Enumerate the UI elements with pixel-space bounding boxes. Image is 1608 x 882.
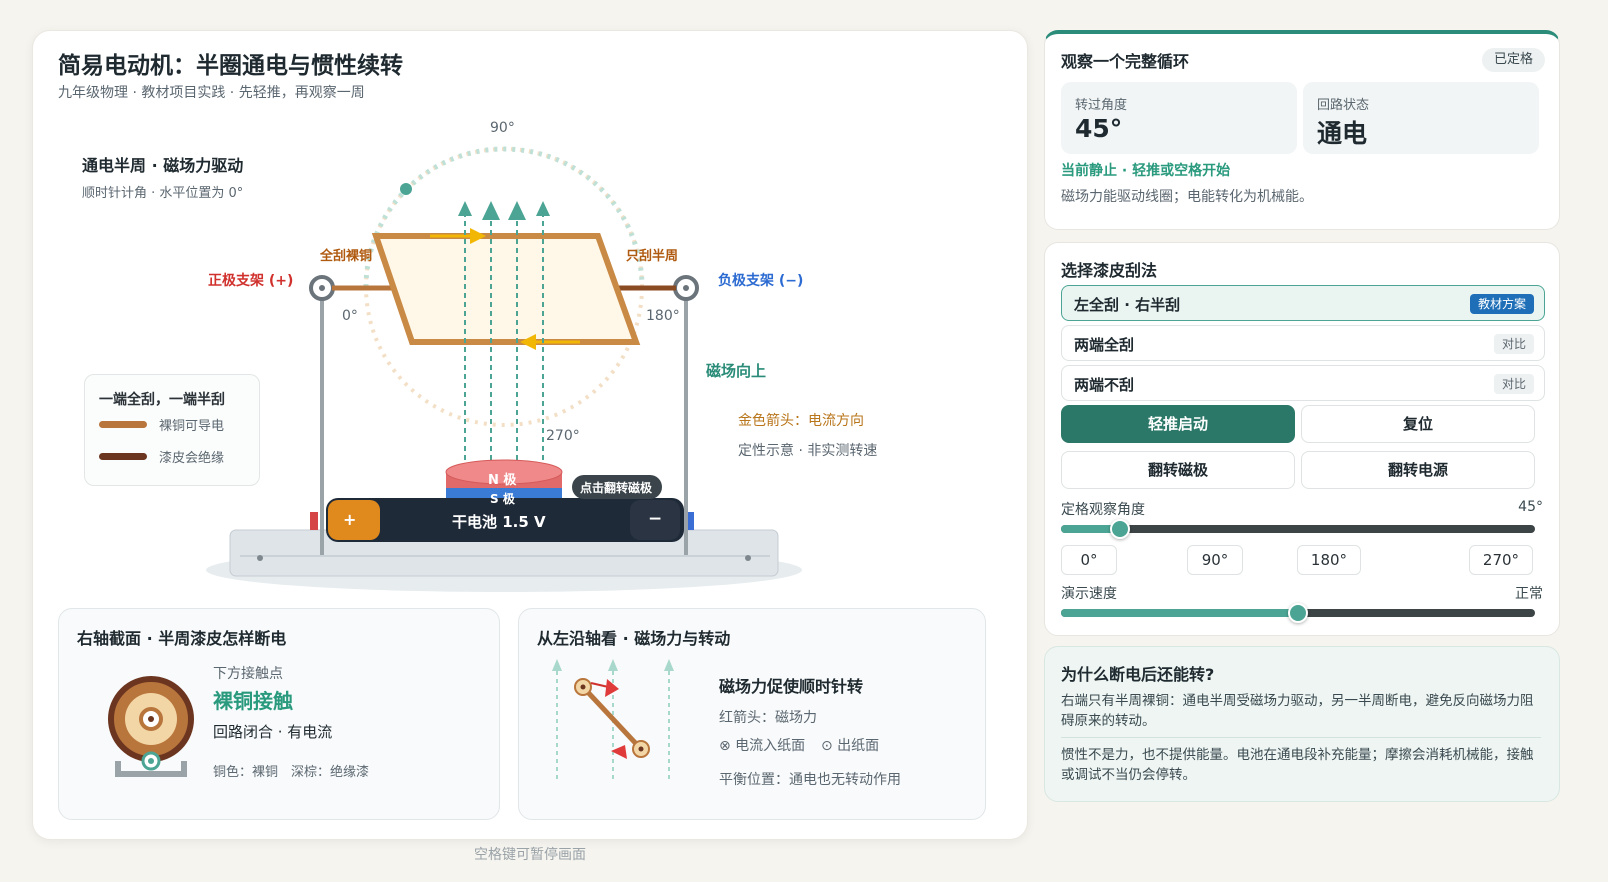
why-title: 为什么断电后还能转? <box>1061 665 1215 684</box>
flip-magnet-button[interactable]: 翻转磁极 <box>1061 451 1295 489</box>
legend-bare: 裸铜可导电 <box>159 419 225 434</box>
angle-stat: 转过角度 45° <box>1061 82 1297 154</box>
observe-status: 当前静止 · 轻推或空格开始 <box>1061 163 1231 179</box>
observe-panel: 观察一个完整循环 已定格 转过角度 45° 回路状态 通电 当前静止 · 轻推或… <box>1044 30 1560 230</box>
force-heading: 磁场力促使顺时针转 <box>719 677 864 696</box>
chip-0[interactable]: 0° <box>1061 545 1117 575</box>
angle-slider[interactable] <box>1061 519 1535 539</box>
chip-180[interactable]: 180° <box>1297 545 1361 575</box>
qualitative-note: 定性示意 · 非实测转速 <box>738 443 878 459</box>
current-arrow-bottom <box>520 334 536 350</box>
full-scrape-label: 全刮裸铜 <box>320 249 373 264</box>
circuit-stat: 回路状态 通电 <box>1303 82 1539 154</box>
mode-title: 通电半周 · 磁场力驱动 <box>82 156 244 175</box>
contact-state: 裸铜接触 <box>213 689 293 713</box>
enamel-swatch <box>99 453 147 460</box>
out-page-legend: ⊙ 出纸面 <box>821 738 880 754</box>
flip-hint-label[interactable]: 点击翻转磁极 <box>580 481 653 495</box>
contact-label: 下方接触点 <box>213 666 283 682</box>
observe-title: 观察一个完整循环 <box>1061 52 1190 71</box>
option-label: 两端全刮 <box>1074 336 1135 354</box>
angle-label-0: 0° <box>342 308 358 324</box>
into-page-legend: ⊗ 电流入纸面 <box>719 738 806 754</box>
force-diagram <box>552 659 674 779</box>
circuit-stat-label: 回路状态 <box>1317 98 1370 113</box>
n-pole-label: N 极 <box>488 473 517 488</box>
option-badge: 对比 <box>1493 334 1534 354</box>
option-label: 两端不刮 <box>1074 376 1135 394</box>
flip-battery-button[interactable]: 翻转电源 <box>1301 451 1535 489</box>
axle-card-title: 右轴截面 · 半周漆皮怎样断电 <box>77 629 287 648</box>
motor-stage[interactable] <box>0 0 1028 600</box>
scrape-panel: 选择漆皮刮法 左全刮 · 右半刮 教材方案 两端全刮 对比 两端不刮 对比 轻推… <box>1044 242 1560 636</box>
speed-slider-value: 正常 <box>1515 586 1543 602</box>
color-key: 铜色：裸铜 深棕：绝缘漆 <box>213 765 370 780</box>
angle-label-180: 180° <box>646 308 680 324</box>
legend-enamel: 漆皮会绝缘 <box>159 451 225 466</box>
page-subtitle: 九年级物理 · 教材项目实践 · 先轻推，再观察一周 <box>58 85 365 101</box>
speed-slider-fill <box>1061 609 1298 617</box>
push-start-button[interactable]: 轻推启动 <box>1061 405 1295 443</box>
half-scrape-label: 只刮半周 <box>626 249 679 264</box>
chip-90[interactable]: 90° <box>1187 545 1243 575</box>
scrape-title: 选择漆皮刮法 <box>1061 261 1158 280</box>
angle-slider-thumb[interactable] <box>1110 519 1131 539</box>
coil <box>371 233 641 345</box>
option-badge: 对比 <box>1493 374 1534 394</box>
battery-minus-cap <box>630 500 680 540</box>
mode-subtitle: 顺时针计角 · 水平位置为 0° <box>82 186 244 201</box>
battery[interactable] <box>326 498 684 542</box>
balance-note: 平衡位置：通电也无转动作用 <box>719 772 901 788</box>
axle-cross-section <box>108 676 194 777</box>
current-legend-label: 金色箭头：电流方向 <box>738 413 864 429</box>
circuit-stat-value: 通电 <box>1317 119 1368 148</box>
angle-marker <box>400 183 412 195</box>
option-none[interactable]: 两端不刮 对比 <box>1061 365 1545 401</box>
angle-label-270: 270° <box>546 428 580 444</box>
pause-hint: 空格键可暂停画面 <box>474 847 586 863</box>
speed-slider-thumb[interactable] <box>1288 603 1308 623</box>
chip-270[interactable]: 270° <box>1469 545 1533 575</box>
why-paragraph-2: 惯性不是力，也不提供能量。电池在通电段补充能量；摩擦会消耗机械能，接触或调试不当… <box>1061 747 1534 783</box>
reset-button[interactable]: 复位 <box>1301 405 1535 443</box>
field-direction-label: 磁场向上 <box>706 362 767 380</box>
angle-slider-fill <box>1061 525 1121 533</box>
option-badge: 教材方案 <box>1469 294 1534 314</box>
angle-slider-label: 定格观察角度 <box>1061 502 1145 518</box>
bare-copper-swatch <box>99 421 147 428</box>
force-view-card: 从左沿轴看 · 磁场力与转动 磁场力促使顺时针转 红箭头：磁场力 ⊗ 电流入纸面… <box>518 608 986 820</box>
battery-plus: + <box>343 510 357 529</box>
angle-stat-label: 转过角度 <box>1075 98 1128 113</box>
field-arrowheads <box>458 201 550 220</box>
red-arrow-legend: 红箭头：磁场力 <box>719 710 817 726</box>
why-divider <box>1061 737 1541 738</box>
locked-badge: 已定格 <box>1481 48 1545 72</box>
option-label: 左全刮 · 右半刮 <box>1074 296 1181 314</box>
battery-minus: − <box>648 509 663 529</box>
angle-stat-value: 45° <box>1075 114 1123 143</box>
battery-label: 干电池 1.5 V <box>452 513 546 531</box>
circuit-state: 回路闭合 · 有电流 <box>213 723 333 741</box>
option-both-full[interactable]: 两端全刮 对比 <box>1061 325 1545 361</box>
current-arrow-top <box>470 228 486 244</box>
page-title: 简易电动机：半圈通电与惯性续转 <box>58 53 403 79</box>
speed-slider[interactable] <box>1061 603 1535 623</box>
speed-slider-label: 演示速度 <box>1061 586 1117 602</box>
force-card-title: 从左沿轴看 · 磁场力与转动 <box>537 629 731 648</box>
option-left-full-right-half[interactable]: 左全刮 · 右半刮 教材方案 <box>1061 285 1545 321</box>
positive-support-label: 正极支架 (+) <box>208 273 294 289</box>
why-paragraph-1: 右端只有半周裸铜：通电半周受磁场力驱动，另一半周断电，避免反向磁场力阻碍原来的转… <box>1061 693 1534 729</box>
legend-title: 一端全刮，一端半刮 <box>99 392 225 408</box>
negative-support-label: 负极支架 (−) <box>718 273 804 289</box>
s-pole-label: S 极 <box>490 492 515 506</box>
scrape-legend: 一端全刮，一端半刮 裸铜可导电 漆皮会绝缘 <box>84 374 260 486</box>
battery-plus-cap <box>328 500 380 540</box>
angle-label-90: 90° <box>490 120 515 136</box>
flip-magnet-hint[interactable] <box>572 475 662 499</box>
observe-desc: 磁场力能驱动线圈；电能转化为机械能。 <box>1061 189 1313 205</box>
angle-slider-value: 45° <box>1518 499 1543 515</box>
axle-section-card: 右轴截面 · 半周漆皮怎样断电 下方接触点 裸铜接触 回路闭合 · 有电流 铜色… <box>58 608 500 820</box>
why-panel: 为什么断电后还能转? 右端只有半周裸铜：通电半周受磁场力驱动，另一半周断电，避免… <box>1044 646 1560 802</box>
